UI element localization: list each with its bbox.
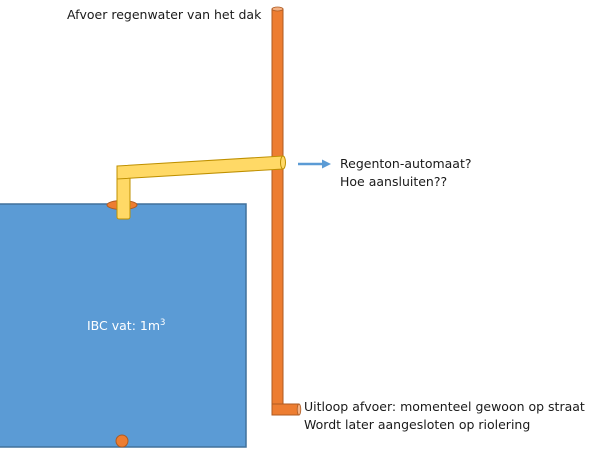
tank-label-superscript: 3 [160, 318, 165, 328]
downpipe-top [271, 6, 284, 12]
downpipe[interactable] [271, 8, 284, 410]
outlet-label-line2: Wordt later aangesloten op riolering [304, 417, 530, 432]
automat-label-line1: Regenton-automaat? [340, 156, 472, 171]
tank-label: IBC vat: 1m3 [87, 318, 165, 333]
tank-label-text: IBC vat: 1m [87, 318, 160, 333]
connector-pipe-end [280, 155, 286, 170]
outlet-label-line1: Uitloop afvoer: momenteel gewoon op stra… [304, 399, 585, 414]
automat-label-line2: Hoe aansluiten?? [340, 174, 447, 189]
ibc-tank[interactable] [0, 203, 247, 448]
downpipe-outlet-end [296, 403, 302, 416]
arrow-head-icon [322, 159, 331, 169]
roof-drain-label: Afvoer regenwater van het dak [67, 7, 262, 22]
downpipe-outlet [271, 403, 300, 416]
connector-pipe-horizontal[interactable] [116, 155, 284, 180]
tank-drain-tap [115, 434, 129, 448]
